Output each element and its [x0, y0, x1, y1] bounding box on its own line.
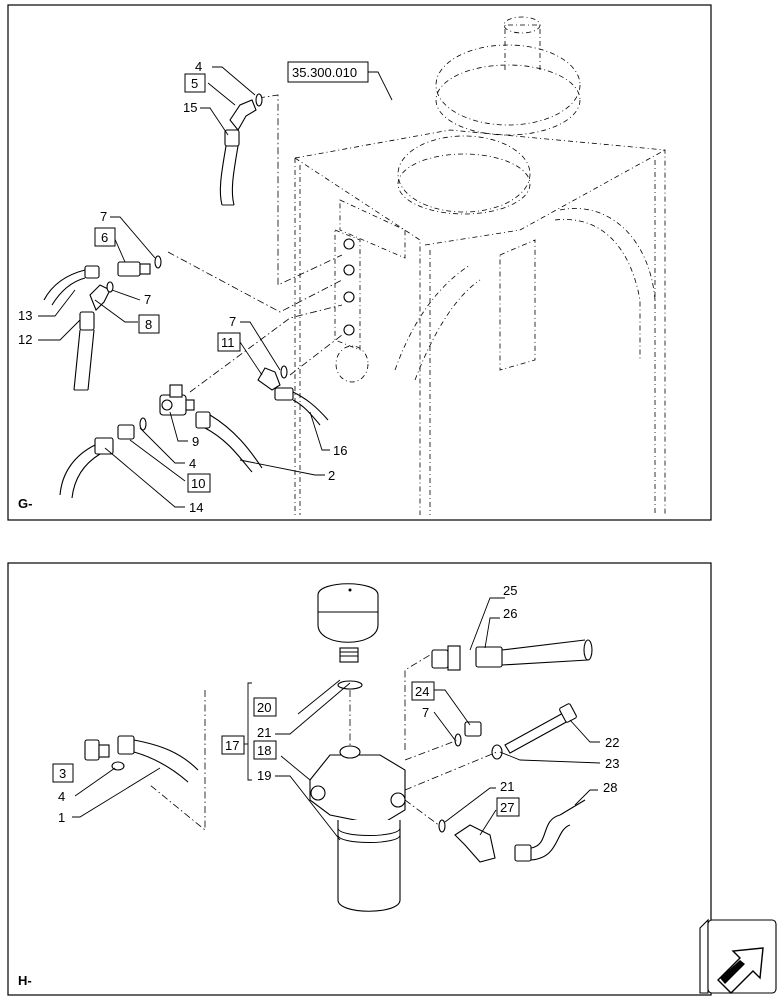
fitting-elbow-8[interactable] [73, 281, 114, 391]
callout-box-6[interactable] [94, 227, 116, 247]
callout-box-3[interactable] [52, 763, 74, 783]
callout-9[interactable]: 9 [192, 434, 199, 449]
hose-2[interactable] [195, 411, 263, 473]
fitting-tee-9[interactable] [159, 384, 195, 416]
callout-box-17[interactable] [221, 735, 245, 755]
reference-text: 35.300.010 [292, 65, 357, 80]
callout-17[interactable]: 17 [225, 738, 239, 753]
leader-lines-h [72, 597, 601, 841]
callout-box-11[interactable] [217, 332, 241, 352]
callout-27[interactable]: 27 [500, 800, 514, 815]
callout-1[interactable]: 1 [58, 810, 65, 825]
callout-12[interactable]: 12 [18, 332, 32, 347]
callout-18[interactable]: 18 [257, 743, 271, 758]
callout-13[interactable]: 13 [18, 308, 32, 323]
callout-box-10[interactable] [187, 473, 211, 493]
fitting-elbow-11[interactable] [257, 365, 329, 426]
callout-16[interactable]: 16 [333, 443, 347, 458]
callout-11[interactable]: 11 [221, 335, 235, 350]
callout-box-18[interactable] [253, 740, 277, 760]
callout-box-5[interactable] [184, 73, 206, 93]
hose-26[interactable] [431, 639, 593, 671]
callout-8[interactable]: 8 [145, 317, 152, 332]
tank-ports [343, 238, 355, 336]
callouts-g: 4 5 15 7 6 7 8 13 12 7 11 16 9 4 2 10 14 [18, 59, 347, 515]
callout-28[interactable]: 28 [603, 780, 617, 795]
callout-2[interactable]: 2 [328, 468, 335, 483]
callout-7-h[interactable]: 7 [422, 705, 429, 720]
callout-26[interactable]: 26 [503, 606, 517, 621]
callout-4b[interactable]: 4 [189, 456, 196, 471]
callout-21b[interactable]: 21 [500, 779, 514, 794]
callout-20[interactable]: 20 [257, 700, 271, 715]
callout-24[interactable]: 24 [415, 684, 429, 699]
section-g-frame [7, 4, 712, 521]
reference-box[interactable]: 35.300.010 [287, 61, 393, 101]
callout-3[interactable]: 3 [59, 766, 66, 781]
fitting-elbow-27[interactable] [438, 799, 586, 863]
callout-14[interactable]: 14 [189, 500, 203, 515]
callout-7c[interactable]: 7 [229, 314, 236, 329]
callout-22[interactable]: 22 [605, 735, 619, 750]
callout-box-24[interactable] [411, 681, 435, 701]
section-g-id: G- [18, 496, 32, 511]
filter-assembly-19[interactable] [309, 745, 406, 912]
callout-4a[interactable]: 4 [195, 59, 202, 74]
callout-box-27[interactable] [496, 797, 520, 817]
connection-lines-h [149, 654, 498, 831]
section-h-frame [7, 562, 712, 996]
callout-23[interactable]: 23 [605, 756, 619, 771]
callout-6[interactable]: 6 [101, 230, 108, 245]
section-h-id: H- [18, 973, 32, 988]
callout-25[interactable]: 25 [503, 583, 517, 598]
accumulator-20[interactable] [317, 583, 379, 690]
callout-19[interactable]: 19 [257, 768, 271, 783]
bolt-22[interactable] [491, 703, 577, 760]
fitting-24[interactable] [454, 721, 482, 747]
callout-15[interactable]: 15 [183, 100, 197, 115]
fitting-straight-10[interactable] [59, 417, 147, 499]
fitting-straight-6[interactable] [43, 255, 162, 306]
callouts-h: 25 26 20 21 17 18 19 24 7 22 23 3 4 1 21… [52, 583, 619, 825]
arrow-navigation-icon[interactable] [699, 918, 777, 994]
tank-ghost-outline [294, 16, 666, 515]
callout-7b[interactable]: 7 [144, 292, 151, 307]
callout-7a[interactable]: 7 [100, 209, 107, 224]
callout-box-8[interactable] [138, 314, 160, 334]
callout-4-h[interactable]: 4 [58, 789, 65, 804]
callout-5[interactable]: 5 [191, 76, 198, 91]
fitting-3[interactable] [84, 735, 199, 783]
connection-lines-g [167, 94, 343, 393]
callout-10[interactable]: 10 [191, 476, 205, 491]
callout-21a[interactable]: 21 [257, 725, 271, 740]
fitting-elbow-5[interactable] [219, 93, 263, 206]
leader-lines-g [38, 66, 330, 508]
callout-box-20[interactable] [253, 697, 277, 717]
